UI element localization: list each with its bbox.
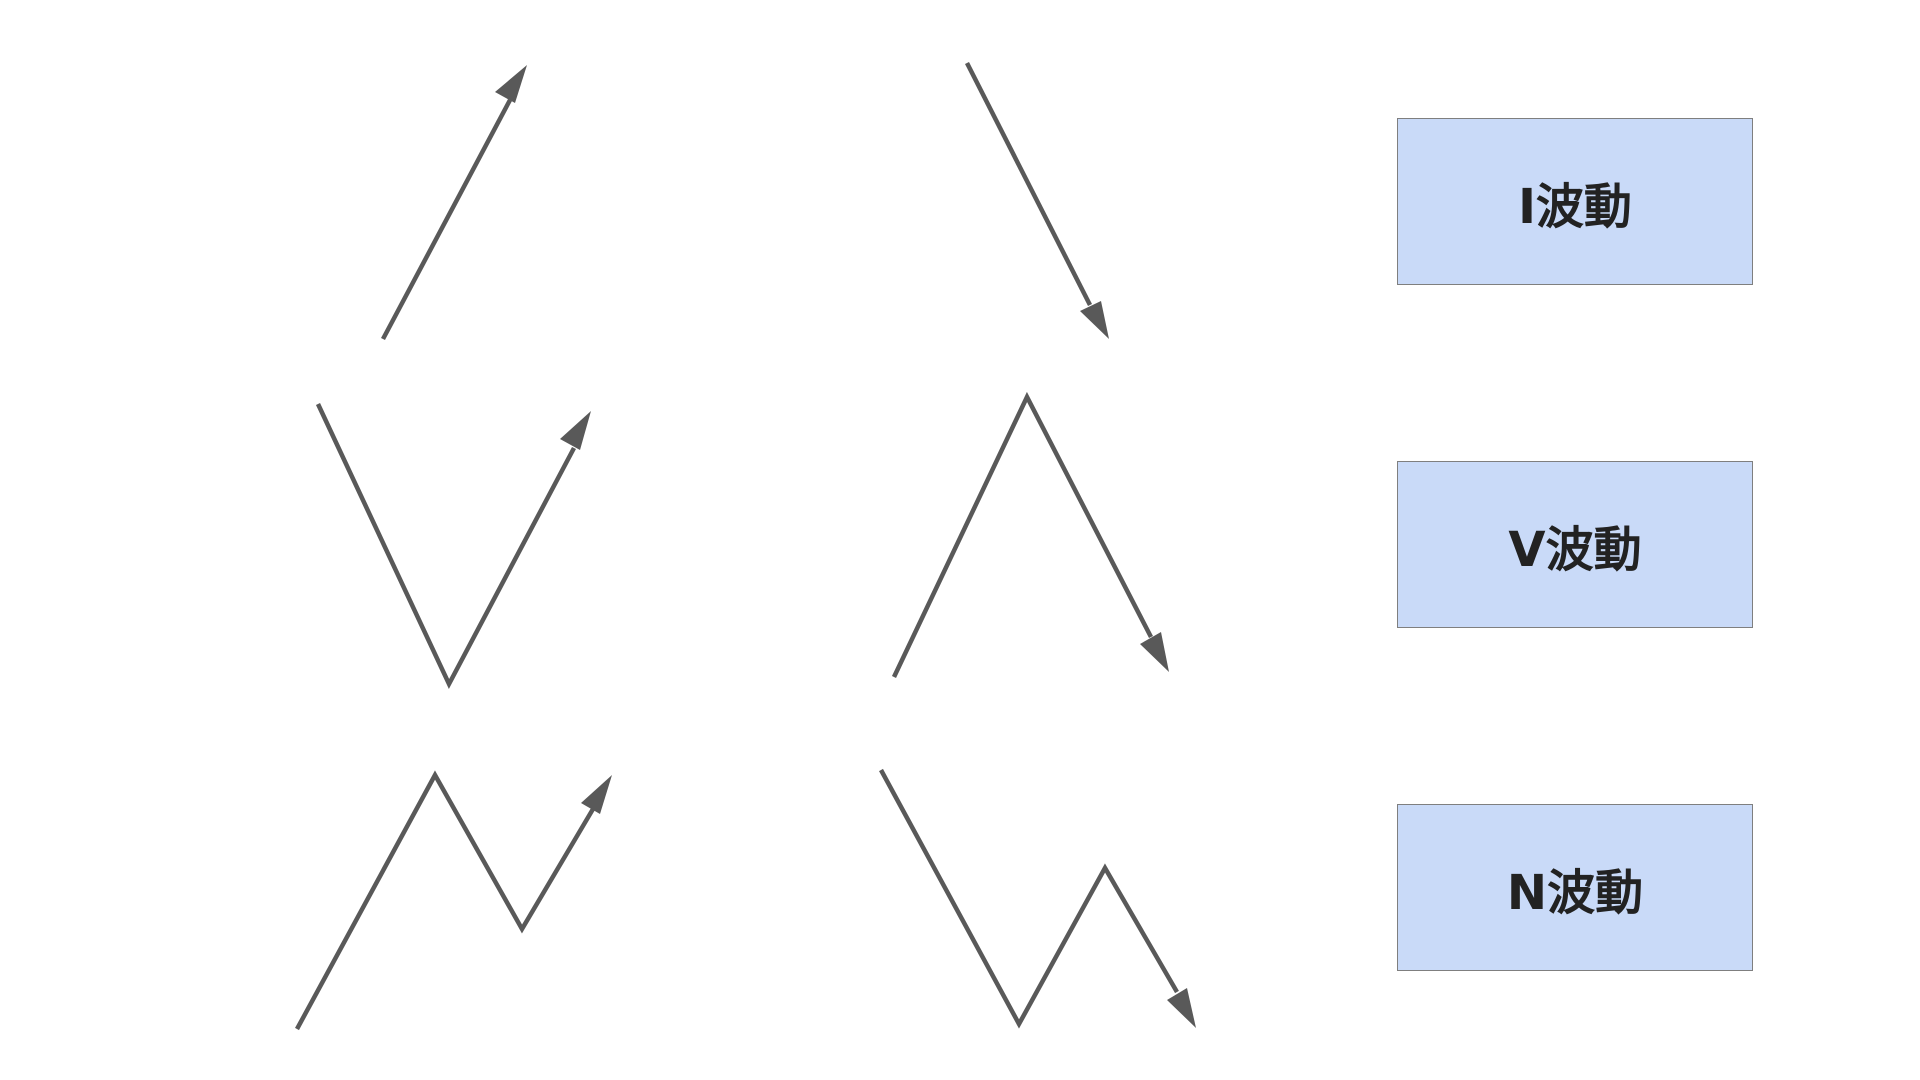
i-wave-label-box: I波動 xyxy=(1397,118,1753,285)
n-wave-label: N波動 xyxy=(1506,864,1644,921)
v-wave-label: V波動 xyxy=(1508,521,1642,578)
v-wave-down-arrow xyxy=(891,391,1169,678)
i-wave-label: I波動 xyxy=(1518,178,1632,235)
i-wave-down-arrow xyxy=(964,61,1109,339)
v-wave-label-box: V波動 xyxy=(1397,461,1753,628)
n-wave-down-arrow xyxy=(879,768,1196,1029)
v-wave-up-arrow xyxy=(315,403,591,690)
n-wave-up-arrow xyxy=(295,770,612,1031)
i-wave-up-arrow xyxy=(381,65,527,341)
n-wave-label-box: N波動 xyxy=(1397,804,1753,971)
